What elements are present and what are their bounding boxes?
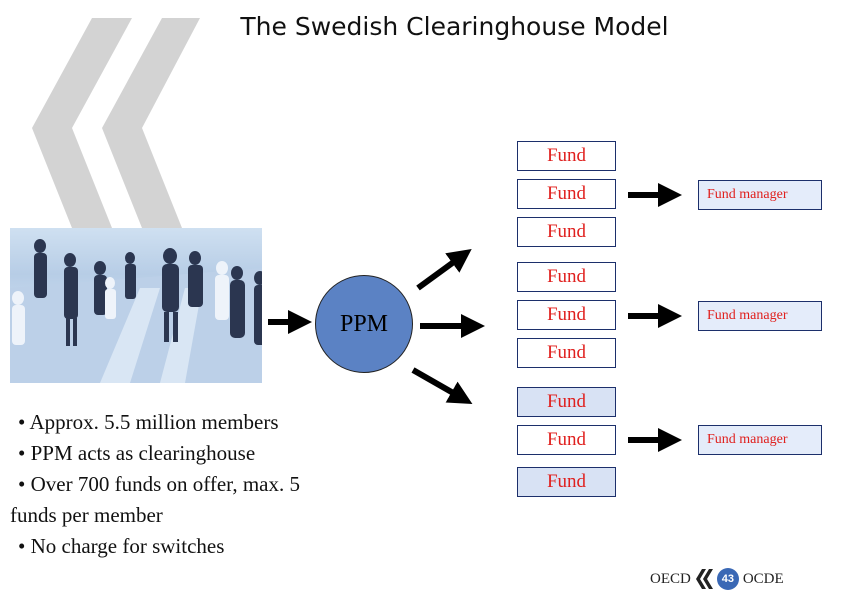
fund-box: Fund [517, 338, 616, 368]
bullet-item: • No charge for switches [18, 534, 225, 558]
fund-box: Fund [517, 300, 616, 330]
fund-manager-box: Fund manager [698, 180, 822, 210]
logo-left-text: OECD [650, 570, 691, 587]
fund-box: Fund [517, 141, 616, 171]
logo-right-text: OCDE [742, 570, 784, 587]
fund-manager-box: Fund manager [698, 425, 822, 455]
ppm-hub: PPM [315, 275, 413, 373]
fund-box: Fund [517, 425, 616, 455]
ppm-label: PPM [339, 310, 389, 337]
slide-title: The Swedish Clearinghouse Model [240, 12, 669, 41]
fund-box: Fund [517, 387, 616, 417]
fund-box: Fund [517, 217, 616, 247]
fund-box: Fund [517, 262, 616, 292]
fund-box: Fund [517, 467, 616, 497]
chevron-watermark-icon [32, 18, 200, 228]
arrow-ppm-to-group-1 [416, 248, 472, 291]
bullet-item: • PPM acts as clearinghouse [18, 441, 256, 465]
bullet-item-continuation: funds per member [10, 503, 163, 527]
page-number-badge: 43 [716, 568, 739, 590]
chevron-logo-icon [695, 569, 713, 589]
arrow-ppm-to-group-3 [411, 367, 473, 404]
bullet-list: • Approx. 5.5 million members • PPM acts… [10, 407, 318, 562]
bullet-item: • Approx. 5.5 million members [18, 410, 279, 434]
crowd-photo [10, 228, 262, 383]
oecd-logo: OECD 43 OCDE [650, 568, 784, 590]
fund-manager-box: Fund manager [698, 301, 822, 331]
fund-box: Fund [517, 179, 616, 209]
bullet-item: • Over 700 funds on offer, max. 5 [18, 472, 300, 496]
